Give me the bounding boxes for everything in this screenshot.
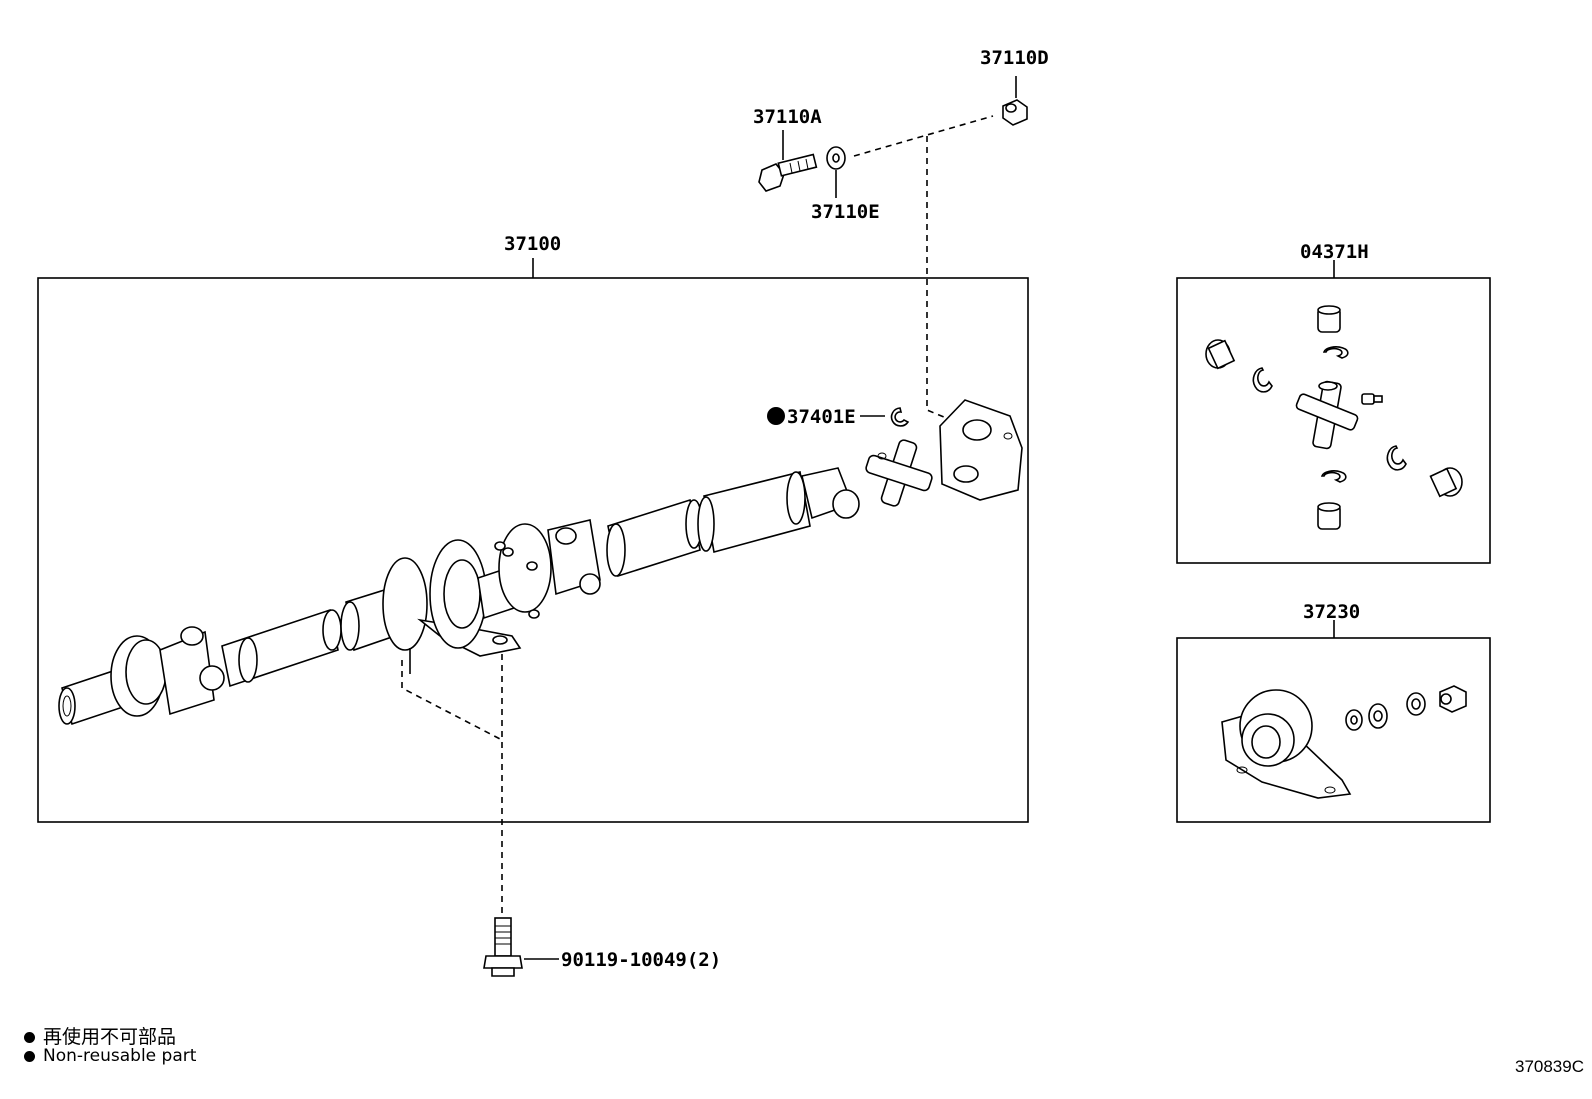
washer-37110E-icon bbox=[826, 146, 846, 198]
label-37110E[interactable]: 37110E bbox=[811, 201, 880, 223]
non-reusable-dot-icon bbox=[767, 407, 785, 425]
label-90119-10049[interactable]: 90119-10049(2) bbox=[561, 949, 721, 971]
label-37110A[interactable]: 37110A bbox=[753, 106, 822, 128]
legend-cn-text: 再使用不可部品 bbox=[43, 1026, 177, 1048]
spider-cross-icon bbox=[865, 439, 933, 507]
label-37401E[interactable]: 37401E bbox=[787, 406, 856, 428]
label-37230[interactable]: 37230 bbox=[1303, 601, 1360, 623]
center-bearing-parts-icon bbox=[1221, 685, 1467, 799]
nut-37110D-icon bbox=[1002, 76, 1028, 126]
label-37110D[interactable]: 37110D bbox=[980, 47, 1049, 69]
legend-en-text: Non-reusable part bbox=[43, 1046, 197, 1066]
label-37100[interactable]: 37100 bbox=[504, 233, 561, 255]
propeller-shaft-icon bbox=[58, 467, 860, 726]
bolt-37110A-icon bbox=[758, 130, 818, 192]
snap-ring-icon bbox=[890, 407, 910, 427]
spider-kit-parts-icon bbox=[1205, 305, 1463, 530]
bolt-90119-icon bbox=[483, 917, 523, 977]
legend-non-reusable-en: Non-reusable part bbox=[24, 1046, 196, 1066]
flange-yoke-icon bbox=[939, 399, 1023, 501]
diagram-id: 370839C bbox=[1514, 1057, 1584, 1076]
label-04371H[interactable]: 04371H bbox=[1300, 241, 1369, 263]
non-reusable-dot-icon bbox=[24, 1050, 35, 1062]
legend-non-reusable-cn: 再使用不可部品 bbox=[24, 1022, 176, 1049]
non-reusable-dot-icon bbox=[24, 1032, 35, 1043]
